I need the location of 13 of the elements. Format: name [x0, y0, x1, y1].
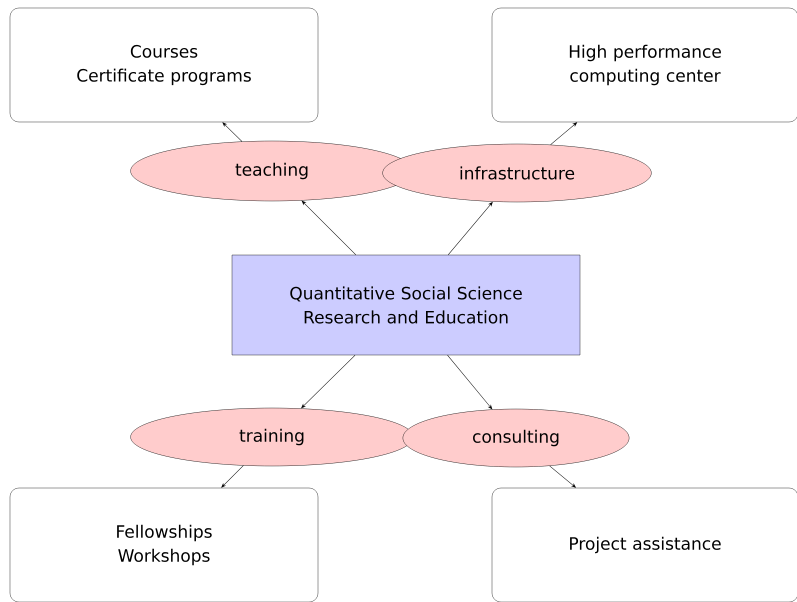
arrow — [447, 354, 492, 410]
arrow — [448, 202, 493, 256]
arrow — [302, 200, 356, 256]
arrow — [301, 354, 356, 408]
arrow — [549, 466, 576, 488]
service-box: Project assistance — [492, 488, 797, 602]
center-box: Quantitative Social Science Research and Education — [232, 254, 580, 356]
service-box: High performance computing center — [492, 8, 797, 122]
arrow — [221, 465, 244, 488]
service-box: Fellowships Workshops — [10, 488, 318, 602]
service-box: Courses Certificate programs — [10, 8, 318, 122]
arrow — [550, 122, 578, 145]
arrow — [222, 122, 242, 142]
